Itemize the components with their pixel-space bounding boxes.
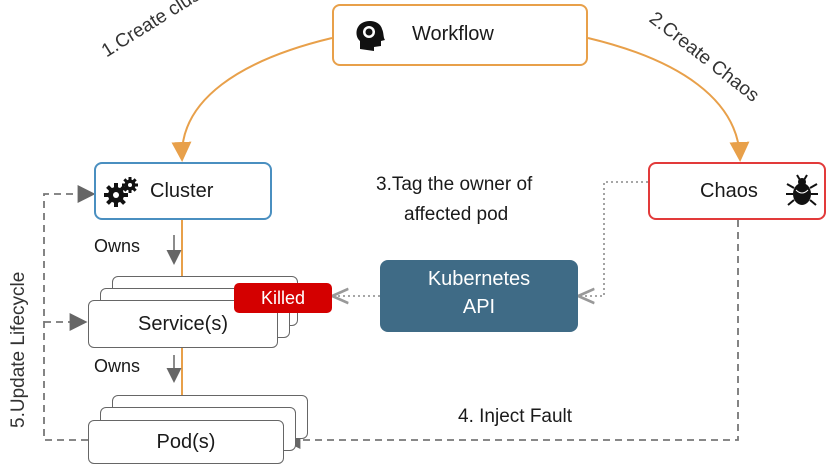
create-cluster-arrow <box>171 37 333 162</box>
gears-icon <box>104 177 138 207</box>
killed-badge: Killed <box>234 283 332 313</box>
tag-owner-label-line2: affected pod <box>404 204 509 225</box>
pod-label: Pod(s) <box>156 431 216 453</box>
inject-fault-label: 4. Inject Fault <box>458 406 573 427</box>
cluster-node: Cluster <box>94 162 272 220</box>
owns-label-1: Owns <box>94 236 141 256</box>
brain-head-icon <box>356 21 385 51</box>
inject-fault-dashed <box>282 220 739 449</box>
update-lifecycle-label: 5.Update Lifecycle <box>8 271 29 428</box>
bug-icon <box>786 174 818 206</box>
k8s-api-label-line1: Kubernetes <box>427 268 531 290</box>
update-lifecycle-dashed <box>43 185 96 441</box>
cluster-label: Cluster <box>150 180 214 202</box>
create-chaos-arrow <box>587 37 750 162</box>
workflow-label: Workflow <box>412 23 494 45</box>
k8s-api-label-line2: API <box>462 296 496 318</box>
chaos-label: Chaos <box>700 180 758 202</box>
tag-owner-label-line1: 3.Tag the owner of <box>376 174 533 195</box>
chaos-to-k8s-dotted <box>580 181 648 296</box>
owns-label-2: Owns <box>94 356 141 376</box>
kubernetes-api-node: Kubernetes API <box>380 260 578 332</box>
workflow-node: Workflow <box>332 4 588 66</box>
chaos-node: Chaos <box>648 162 826 220</box>
service-label: Service(s) <box>137 313 228 335</box>
pod-node: Pod(s) <box>88 420 284 464</box>
